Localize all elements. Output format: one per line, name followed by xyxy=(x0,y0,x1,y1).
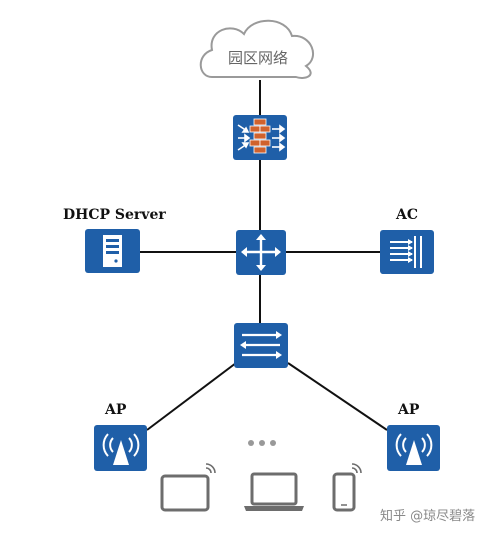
router-icon xyxy=(236,230,286,275)
ap-left-icon xyxy=(94,425,147,471)
link-switch-ap-left xyxy=(146,362,237,431)
laptop-icon xyxy=(244,472,304,511)
link-switch-ap-right xyxy=(287,362,388,431)
ap-left-label: AP xyxy=(105,402,127,418)
cloud-icon xyxy=(199,19,314,79)
connection-lines xyxy=(140,80,388,431)
ellipsis-dots xyxy=(248,440,276,446)
tablet-icon xyxy=(160,463,216,512)
phone-icon xyxy=(332,463,362,512)
server-icon xyxy=(85,229,140,273)
cloud-label: 园区网络 xyxy=(228,49,289,67)
ap-right-icon xyxy=(387,425,440,471)
switch-icon xyxy=(234,323,288,368)
access-controller-icon xyxy=(380,230,434,274)
firewall-icon xyxy=(233,115,287,160)
dhcp-server-label: DHCP Server xyxy=(63,207,166,223)
ac-label: AC xyxy=(396,207,419,223)
watermark: 知乎 @琼尽碧落 xyxy=(380,509,476,524)
ap-right-label: AP xyxy=(398,402,420,418)
